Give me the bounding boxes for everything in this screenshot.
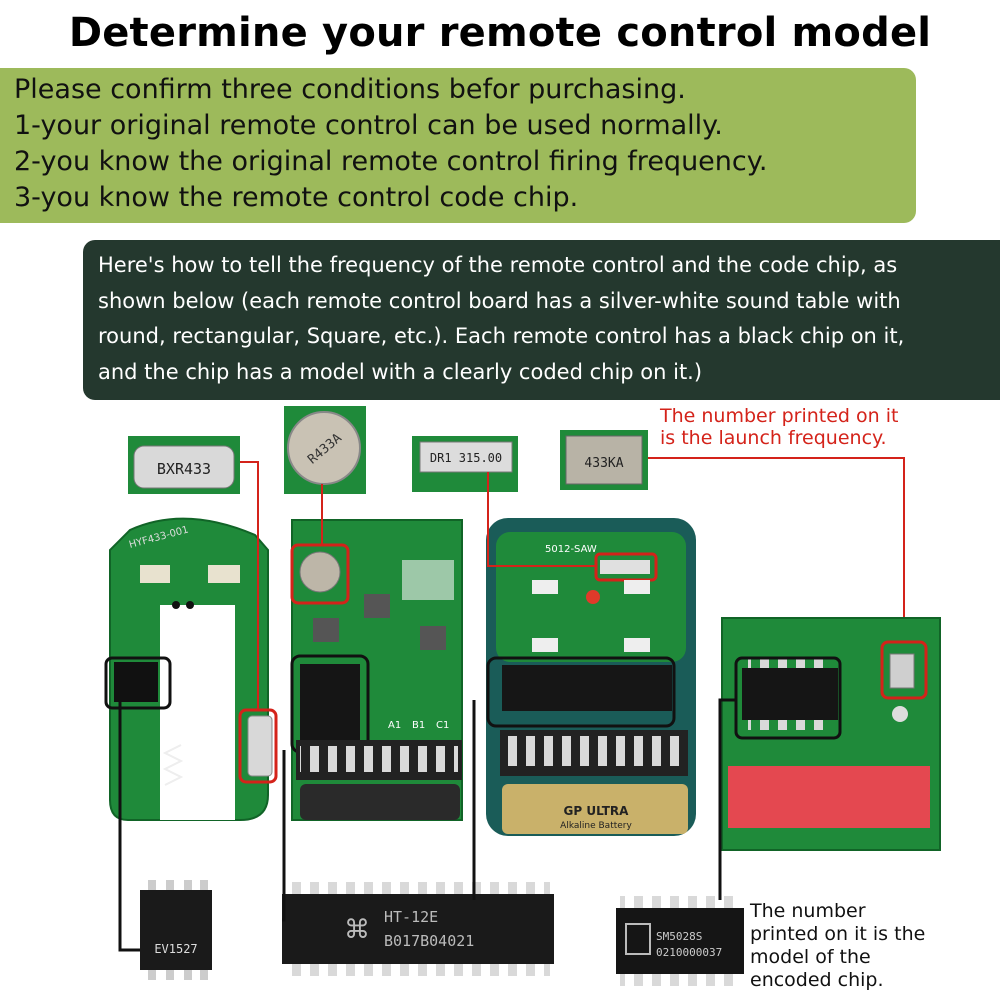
chip-label: EV1527 (154, 942, 197, 956)
chip-board-4 (742, 668, 838, 720)
chip-annotation-line: model of the (750, 946, 871, 968)
explanation-line: Here's how to tell the frequency of the … (98, 253, 898, 277)
pin-label: B1 (412, 720, 425, 731)
remote-board-2: A1 B1 C1 (290, 519, 463, 821)
crystal-label: DR1 315.00 (430, 451, 502, 465)
button-2 (208, 565, 240, 583)
chip-code: B017B04021 (384, 932, 474, 950)
remote-boards-diagram: HYF433-001 BXR433 EV1527 A1 (104, 406, 941, 986)
conditions-line: 2-you know the original remote control f… (14, 146, 768, 177)
crystal-label: 433KA (584, 456, 623, 471)
conditions-line: Please confirm three conditions befor pu… (14, 74, 686, 105)
conditions-panel: Please confirm three conditions befor pu… (0, 68, 916, 223)
conditions-line: 1-your original remote control can be us… (14, 110, 723, 141)
explanation-line: shown below (each remote control board h… (98, 288, 901, 313)
crystal-bxr433-closeup: BXR433 (128, 436, 240, 494)
chip-model: SM5028S (656, 930, 702, 943)
explanation-line: round, rectangular, Square, etc.). Each … (98, 324, 905, 348)
battery-type: Alkaline Battery (560, 821, 632, 831)
explanation-line: and the chip has a model with a clearly … (98, 359, 703, 384)
chip-annotation: The number printed on it is the model of… (750, 900, 925, 992)
remote-board-1: HYF433-001 (104, 517, 278, 821)
chip-annotation-line: printed on it is the (750, 923, 926, 945)
frequency-annotation: The number printed on it is the launch f… (660, 405, 898, 449)
chip-board-1 (114, 662, 158, 702)
battery (300, 784, 460, 820)
explanation-panel: Here's how to tell the frequency of the … (83, 240, 1000, 400)
crystal-433ka-closeup: 433KA (560, 430, 648, 490)
board-3-label: 5012-SAW (545, 544, 597, 555)
crystal-r433a-board (290, 543, 350, 605)
crystal-433ka-board (880, 640, 928, 700)
crystal-dr1-closeup: DR1 315.00 (412, 436, 518, 492)
conditions-line: 3-you know the remote control code chip. (14, 182, 579, 213)
chip-logo-icon: ⌘ (344, 915, 370, 945)
chip-ev1527-closeup: EV1527 (140, 880, 212, 980)
page-title: Determine your remote control model (68, 10, 932, 56)
button-1 (140, 565, 170, 583)
chip-ht12e-closeup: HT-12E B017B04021 ⌘ (282, 882, 554, 976)
crystal-label: BXR433 (157, 460, 211, 478)
pin-label: C1 (436, 720, 449, 731)
frequency-annotation-line: The number printed on it (660, 405, 899, 427)
chip-board-2 (300, 664, 360, 744)
remote-board-4 (721, 617, 941, 851)
chip-board-3 (502, 665, 672, 711)
chip-sm5028s-closeup: SM5028S 0210000037 (616, 896, 744, 986)
chip-annotation-line: The number (750, 900, 866, 922)
pin-label: A1 (388, 720, 401, 731)
frequency-annotation-line: is the launch frequency. (660, 427, 887, 449)
dip-switch-red (728, 766, 930, 828)
battery (502, 784, 688, 834)
crystal-r433a-closeup: R433A (284, 406, 366, 494)
chip-model: HT-12E (384, 908, 438, 926)
chip-code: 0210000037 (656, 946, 722, 959)
remote-board-3: 5012-SAW GP ULTRA Alkaline Battery (486, 518, 696, 836)
battery-brand: GP ULTRA (564, 804, 630, 818)
chip-annotation-line: encoded chip. (750, 969, 884, 991)
